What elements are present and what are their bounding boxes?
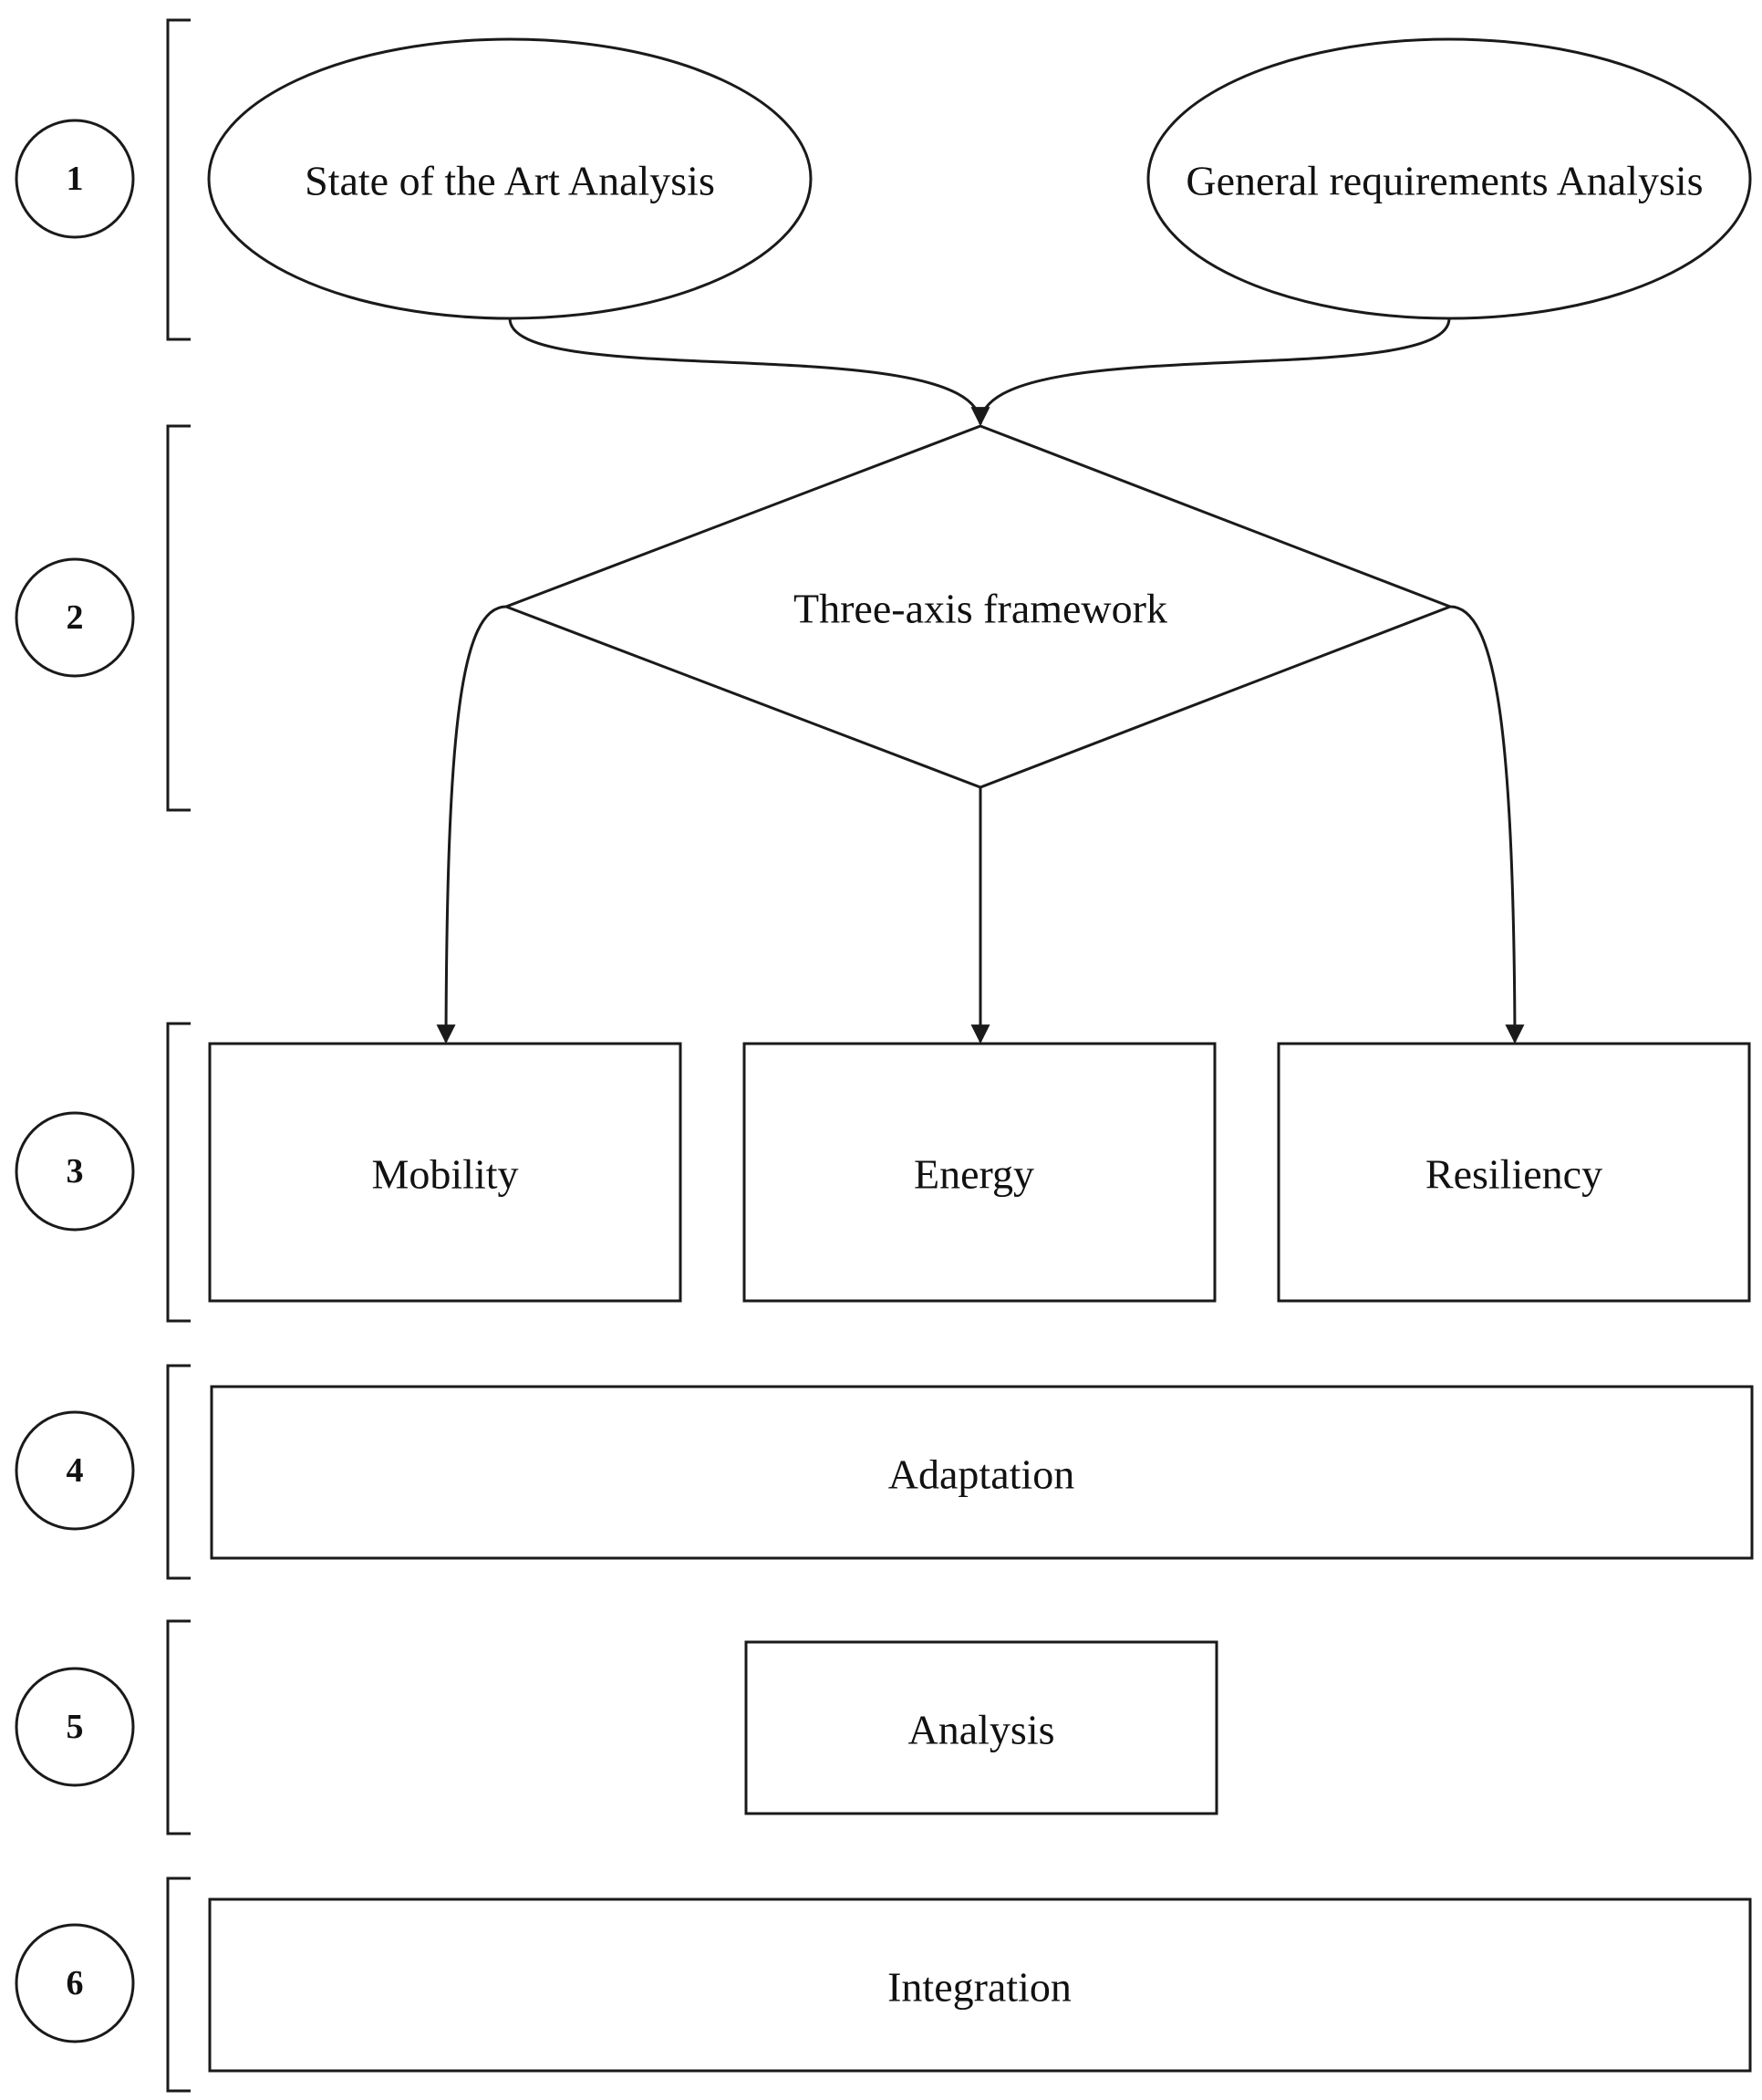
connector-requirements-to-framework	[979, 317, 1451, 425]
node-mobility: Mobility	[208, 1042, 682, 1303]
stage-marker-2: 2	[15, 557, 135, 678]
stage-bracket-3	[166, 1022, 191, 1323]
connector-state-to-framework	[508, 317, 990, 427]
node-adaptation: Adaptation	[210, 1385, 1754, 1560]
stage-marker-6: 6	[15, 1923, 135, 2043]
node-energy: Energy	[742, 1042, 1217, 1303]
connector-framework-to-resiliency	[1449, 605, 1525, 1045]
stage-number-4: 4	[67, 1451, 84, 1490]
node-integration-label: Integration	[887, 1964, 1072, 2011]
stage-bracket-5	[166, 1619, 191, 1835]
node-analysis: Analysis	[744, 1640, 1218, 1815]
node-energy-label: Energy	[914, 1151, 1034, 1198]
node-general-requirements: General requirements Analysis	[1146, 37, 1752, 320]
node-adaptation-label: Adaptation	[888, 1451, 1074, 1498]
stage-number-1: 1	[67, 160, 84, 198]
connector-framework-to-mobility	[436, 605, 507, 1045]
node-resiliency-label: Resiliency	[1425, 1151, 1602, 1198]
stage-bracket-4	[166, 1364, 191, 1580]
stage-marker-1: 1	[15, 119, 135, 239]
node-resiliency: Resiliency	[1277, 1042, 1751, 1303]
node-state-of-art: State of the Art Analysis	[207, 37, 813, 320]
node-general-requirements-label: General requirements Analysis	[1186, 158, 1703, 204]
stage-marker-4: 4	[15, 1410, 135, 1531]
stage-bracket-1	[166, 18, 191, 341]
node-integration: Integration	[208, 1897, 1752, 2073]
stage-bracket-2	[166, 424, 191, 812]
stage-number-3: 3	[67, 1152, 84, 1190]
node-framework: Three-axis framework	[502, 424, 1455, 789]
stage-marker-5: 5	[15, 1667, 135, 1787]
stage-number-5: 5	[67, 1708, 84, 1746]
node-framework-label: Three-axis framework	[793, 586, 1167, 632]
node-state-of-art-label: State of the Art Analysis	[305, 158, 715, 204]
stage-number-2: 2	[67, 598, 84, 637]
node-analysis-label: Analysis	[908, 1707, 1055, 1753]
stage-marker-3: 3	[15, 1111, 135, 1232]
stage-number-6: 6	[67, 1964, 84, 2002]
node-mobility-label: Mobility	[371, 1151, 518, 1198]
stage-bracket-6	[166, 1876, 191, 2093]
